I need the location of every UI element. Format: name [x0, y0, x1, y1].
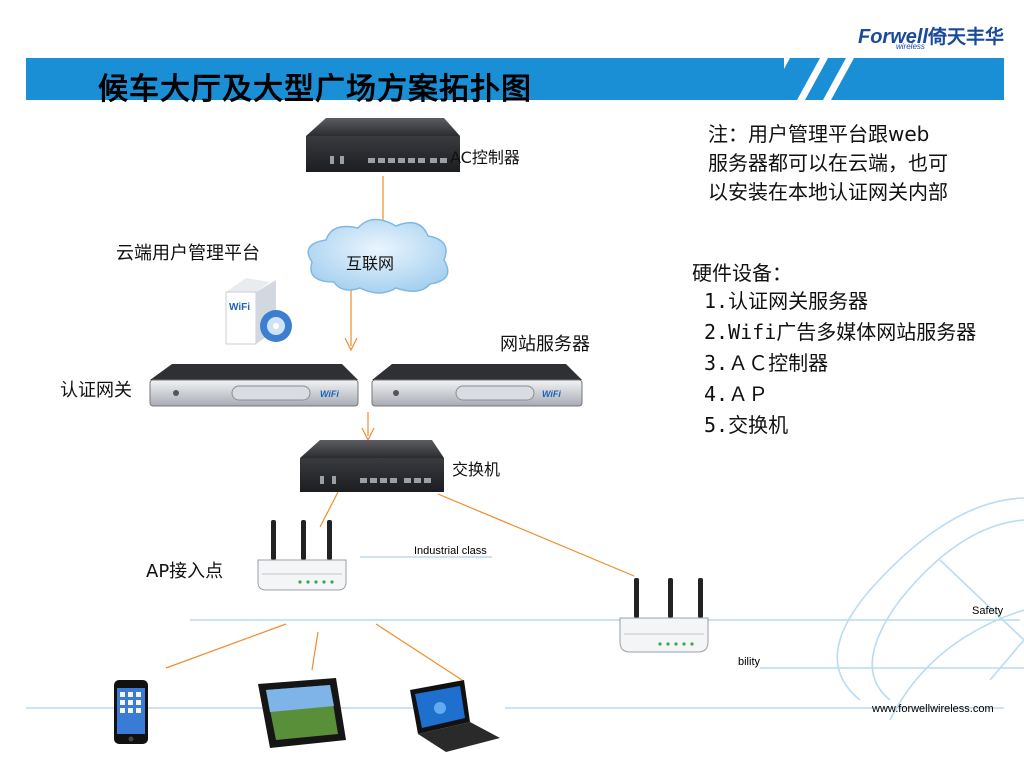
svg-text:WiFi: WiFi	[542, 389, 561, 399]
logo-cn: 倚天丰华	[928, 26, 1005, 48]
switch-label: 交换机	[452, 460, 501, 479]
ac-controller-device	[306, 118, 460, 172]
hardware-item: 3.ＡＣ控制器	[704, 351, 829, 375]
hardware-item: 4.ＡＰ	[704, 382, 769, 406]
hardware-item: 1.认证网关服务器	[704, 289, 869, 313]
ap-to-tablet-line	[311, 631, 319, 671]
switch-to-ap2-line	[437, 493, 635, 577]
hardware-title: 硬件设备：	[692, 261, 792, 285]
connectors	[165, 176, 635, 681]
safety-text: Safety	[972, 605, 1004, 617]
internet-cloud	[307, 218, 449, 294]
svg-text:WiFi: WiFi	[229, 302, 250, 313]
wifi-software-box-icon: WiFi	[225, 278, 292, 345]
auth-gateway-label: 认证网关	[60, 380, 132, 401]
web-server-device: WiFi	[371, 364, 583, 407]
web-server-label: 网站服务器	[500, 334, 590, 355]
logo-latin: Forwell	[858, 26, 929, 48]
smartphone-icon	[114, 680, 148, 744]
switch-to-ap1-line	[319, 491, 339, 528]
access-point-1-device	[257, 520, 347, 591]
hardware-item: 5.交换机	[704, 413, 789, 437]
hardware-item: 2.Wifi广告多媒体网站服务器	[704, 320, 977, 344]
industrial-class-text: Industrial class	[414, 545, 487, 557]
ap-label: AP接入点	[146, 561, 224, 582]
website-url-text: www.forwellwireless.com	[871, 703, 994, 715]
deployment-note: 注：用户管理平台跟web服务器都可以在云端，也可以安装在本地认证网关内部	[708, 122, 948, 204]
auth-gateway-device: WiFi	[149, 364, 359, 407]
page-title: 候车大厅及大型广场方案拓扑图	[98, 72, 532, 107]
ac-controller-label: AC控制器	[450, 148, 520, 167]
bility-text: bility	[738, 656, 761, 668]
logo-subtext: wireless	[896, 42, 925, 51]
arrowhead-1	[344, 337, 358, 352]
ap-to-laptop-line	[375, 623, 463, 681]
internet-label: 互联网	[346, 254, 395, 273]
hardware-list: 1.认证网关服务器 2.Wifi广告多媒体网站服务器 3.ＡＣ控制器 4.ＡＰ …	[704, 286, 976, 441]
company-logo: Forwell倚天丰华	[858, 22, 1004, 49]
ap-to-phone-line	[165, 623, 287, 669]
switch-device	[300, 440, 444, 492]
cloud-user-management-label: 云端用户管理平台	[116, 243, 260, 264]
access-point-2-device	[619, 578, 709, 653]
title-banner	[26, 58, 1004, 100]
svg-text:WiFi: WiFi	[320, 389, 339, 399]
decorative-lines	[26, 497, 1024, 721]
laptop-icon	[410, 680, 500, 752]
tablet-icon	[258, 678, 346, 748]
